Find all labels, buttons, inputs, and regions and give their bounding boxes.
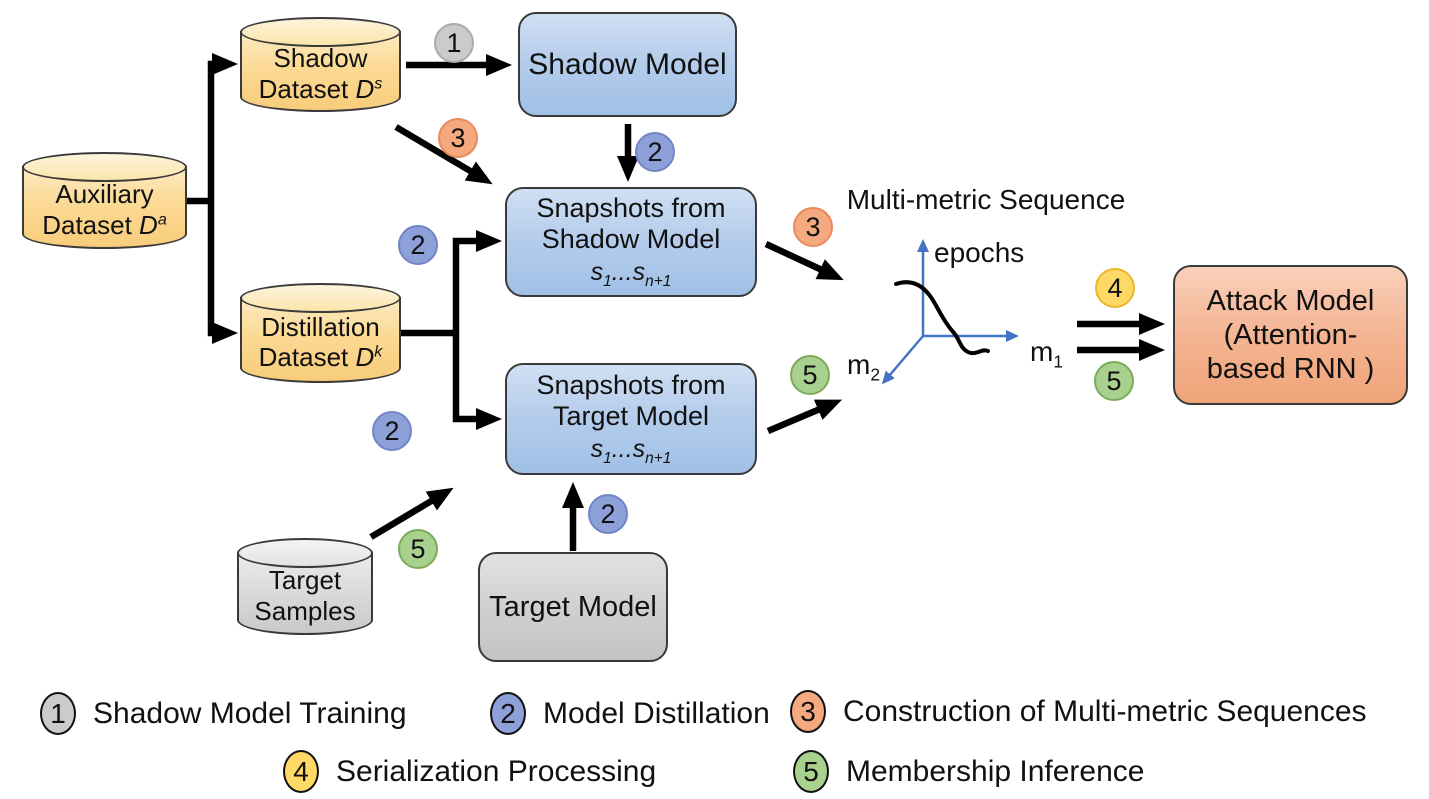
step-badge-1: 1 [434,23,474,63]
legend-item-construction-sequences: 3 Construction of Multi-metric Sequences [790,690,1367,733]
shadow-dataset-cylinder: Shadow Dataset Ds [240,17,401,112]
attack-model-box: Attack Model (Attention- based RNN ) [1173,265,1408,405]
step-badge-2: 2 [635,132,675,172]
snapshots-target-formula: s1...sn+1 [590,435,672,468]
arrow-distillation-to-snapshots-shadow [452,230,502,333]
arrow-aux-to-distillation-dataset [207,201,238,344]
legend-circle-1: 1 [40,692,76,735]
legend-item-shadow-model-training: 1 Shadow Model Training [40,692,407,735]
arrow-distillation-to-snapshots-target [452,333,502,430]
legend-item-membership-inference: 5 Membership Inference [793,750,1144,793]
plot-m2-axis [881,335,924,385]
legend-label-2: Model Distillation [543,696,770,730]
step-badge-5: 5 [790,355,830,395]
step-badge-5: 5 [1094,361,1134,401]
arrow-aux-to-shadow-dataset [207,53,238,201]
shadow-model-box: Shadow Model [518,12,737,117]
target-model-box: Target Model [478,552,668,662]
step-badge-4: 4 [1095,268,1135,308]
attack-model-line2: (Attention- [1223,318,1358,351]
step-badge-3: 3 [793,207,833,247]
target-samples-cylinder: Target Samples [237,538,373,635]
shadow-dataset-label: Shadow Dataset Ds [258,43,383,104]
snapshots-target-line2: Target Model [552,401,710,432]
attack-model-line1: Attack Model [1206,284,1375,317]
distillation-dataset-cylinder: Distillation Dataset Dk [240,283,401,383]
cylinder-top [240,17,401,47]
legend-label-5: Membership Inference [846,754,1145,788]
step-badge-2: 2 [398,225,438,265]
legend-item-model-distillation: 2 Model Distillation [490,692,770,735]
m2-axis-label: m2 [847,349,880,385]
arrow-snapshots-target-to-plot [766,399,843,434]
cylinder-top [240,283,401,313]
snapshots-shadow-line1: Snapshots from [536,192,726,223]
attack-model-line3: based RNN ) [1206,353,1375,386]
snapshots-shadow-model-box: Snapshots from Shadow Model s1...sn+1 [505,187,757,297]
step-badge-5: 5 [398,529,438,569]
plot-metric-curve [894,280,990,356]
legend-item-serialization-processing: 4 Serialization Processing [283,750,656,793]
distillation-dataset-label: Distillation Dataset Dk [258,311,383,372]
m1-axis-label: m1 [1030,336,1063,372]
legend-circle-2: 2 [490,692,526,735]
plot-title: Multi-metric Sequence [846,184,1126,215]
step-badge-2: 2 [588,494,628,534]
shadow-model-label: Shadow Model [528,47,727,81]
legend-circle-3: 3 [790,690,826,733]
legend-label-3: Construction of Multi-metric Sequences [843,694,1367,728]
target-model-label: Target Model [489,590,657,623]
cylinder-top [237,538,373,568]
snapshots-shadow-line2: Shadow Model [541,224,721,255]
target-samples-label: Target Samples [254,565,356,626]
snapshots-target-line1: Snapshots from [536,369,726,400]
snapshots-shadow-formula: s1...sn+1 [590,258,672,291]
legend-label-1: Shadow Model Training [93,696,407,730]
epochs-axis-label: epochs [934,237,1025,268]
arrow-snapshots-shadow-to-plot [764,241,844,281]
legend-circle-5: 5 [793,750,829,793]
legend-circle-4: 4 [283,750,319,793]
snapshots-target-model-box: Snapshots from Target Model s1...sn+1 [505,363,757,475]
step-badge-3: 3 [438,118,478,158]
auxiliary-dataset-cylinder: Auxiliary Dataset Da [22,152,187,249]
cylinder-top [22,152,187,182]
step-badge-2: 2 [372,411,412,451]
auxiliary-dataset-label: Auxiliary Dataset Da [42,179,167,240]
legend-label-4: Serialization Processing [336,754,657,788]
